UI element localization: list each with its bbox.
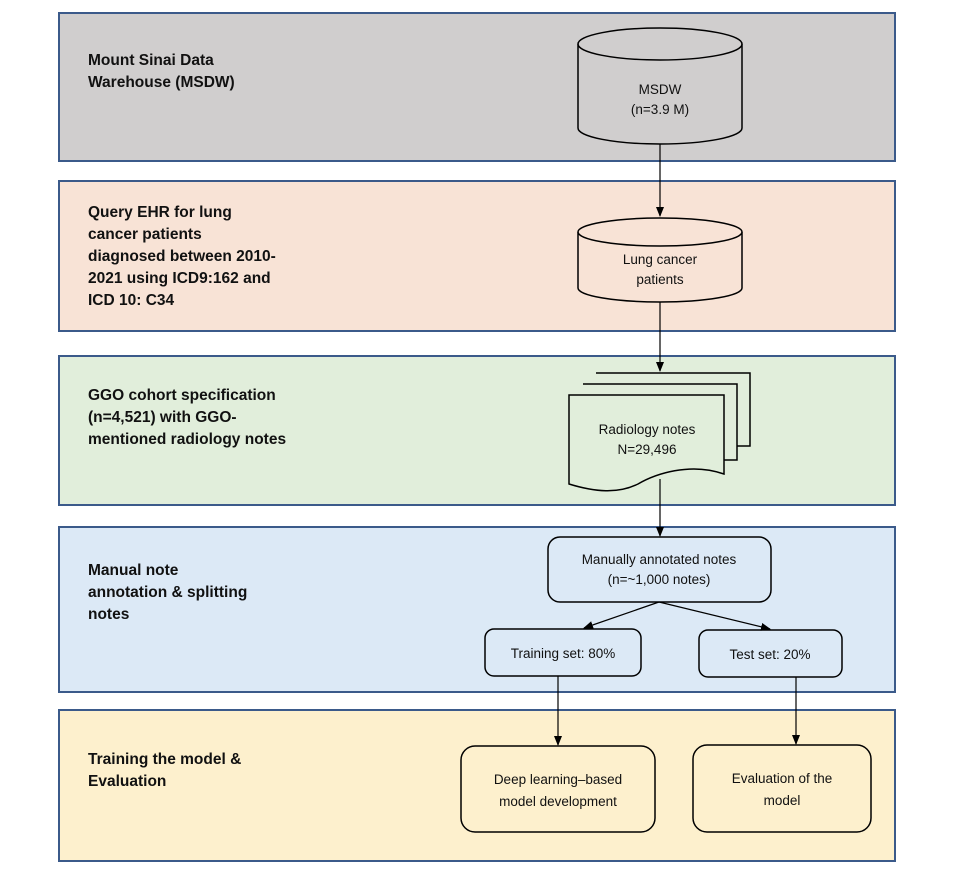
msdw-database-title: MSDW: [639, 82, 682, 97]
lung-cancer-database-line1: Lung cancer: [623, 252, 698, 267]
band-manual-label: Manual note annotation & splitting notes: [88, 562, 248, 623]
arrow-annotated-to-test: [658, 601, 771, 631]
annotated-notes-node: Manually annotated notes (n=~1,000 notes…: [547, 536, 772, 603]
band-query-label: Query EHR for lung cancer patients diagn…: [88, 204, 276, 309]
evaluation-node: Evaluation of the model: [692, 744, 872, 833]
band-msdw: Mount Sinai Data Warehouse (MSDW): [58, 12, 896, 162]
radiology-notes-count: N=29,496: [618, 442, 677, 457]
annotated-notes-count: (n=~1,000 notes): [608, 572, 711, 587]
evaluation-line1: Evaluation of the: [732, 771, 833, 786]
evaluation-line2: model: [764, 793, 801, 808]
arrow-annotated-to-training: [583, 601, 660, 629]
radiology-notes-node: Radiology notes N=29,496: [568, 372, 751, 492]
band-ggo: GGO cohort specification (n=4,521) with …: [58, 355, 896, 506]
test-set-node: Test set: 20%: [698, 629, 843, 678]
lung-cancer-database-node: Lung cancer patients: [577, 217, 743, 303]
deep-learning-line2: model development: [499, 794, 617, 809]
band-ggo-label: GGO cohort specification (n=4,521) with …: [88, 387, 287, 448]
training-set-node: Training set: 80%: [484, 628, 642, 677]
band-msdw-label: Mount Sinai Data Warehouse (MSDW): [88, 52, 235, 91]
radiology-notes-title: Radiology notes: [599, 422, 696, 437]
training-set-label: Training set: 80%: [511, 646, 616, 661]
band-query: Query EHR for lung cancer patients diagn…: [58, 180, 896, 332]
lung-cancer-database-line2: patients: [636, 272, 684, 287]
deep-learning-line1: Deep learning–based: [494, 772, 622, 787]
test-set-label: Test set: 20%: [729, 647, 810, 662]
deep-learning-node: Deep learning–based model development: [460, 745, 656, 833]
msdw-database-node: MSDW (n=3.9 M): [577, 27, 743, 145]
band-training-label: Training the model & Evaluation: [88, 751, 242, 790]
msdw-database-count: (n=3.9 M): [631, 102, 689, 117]
annotated-notes-title: Manually annotated notes: [582, 552, 737, 567]
